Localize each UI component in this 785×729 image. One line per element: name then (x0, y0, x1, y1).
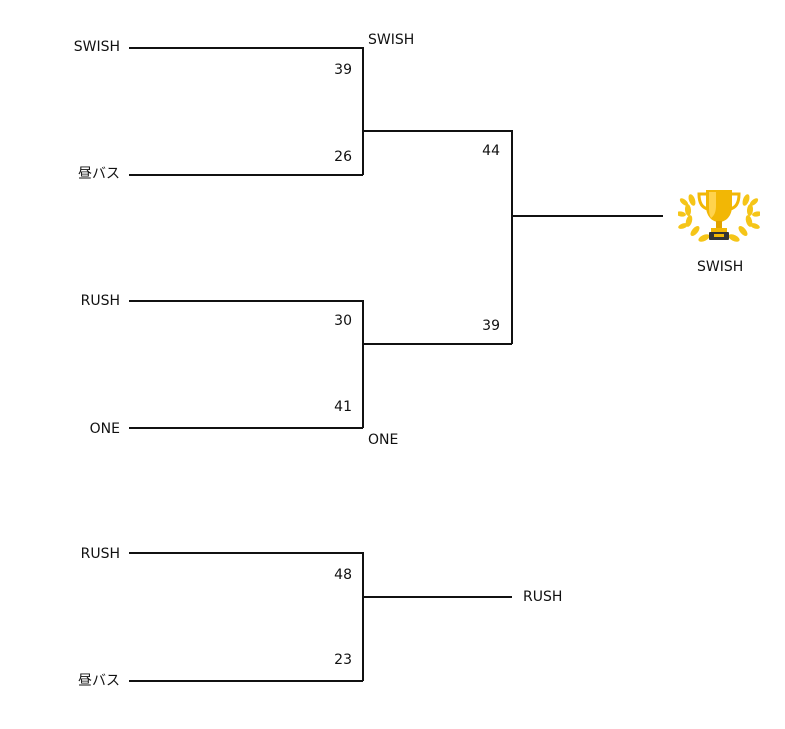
bracket-line (362, 300, 364, 428)
bracket-line (511, 215, 663, 217)
bracket-line (362, 130, 512, 132)
score-label: 23 (334, 652, 352, 668)
bracket-line (362, 47, 364, 175)
team-label: RUSH (80, 293, 120, 309)
bracket-line (129, 552, 363, 554)
team-label: RUSH (80, 546, 120, 562)
champion-label: SWISH (697, 259, 744, 275)
bracket-line (511, 130, 513, 344)
score-label: 39 (334, 62, 352, 78)
winner-label: RUSH (523, 589, 563, 605)
winner-label: ONE (368, 432, 399, 448)
bracket-line (362, 552, 364, 681)
bracket-line (129, 427, 363, 429)
winner-label: SWISH (368, 32, 415, 48)
bracket-line (129, 300, 363, 302)
team-label: ONE (89, 421, 120, 437)
score-label: 30 (334, 313, 352, 329)
trophy-icon (678, 190, 760, 242)
team-label: 昼バス (78, 166, 120, 182)
score-label: 41 (334, 399, 352, 415)
score-label: 48 (334, 567, 352, 583)
team-label: SWISH (73, 39, 120, 55)
team-label: 昼バス (78, 673, 120, 689)
bracket-line (129, 174, 363, 176)
score-label: 26 (334, 149, 352, 165)
score-label: 39 (482, 318, 500, 334)
bracket-line (362, 343, 512, 345)
bracket-line (129, 680, 363, 682)
score-label: 44 (482, 143, 500, 159)
bracket-line (129, 47, 363, 49)
bracket-line (362, 596, 512, 598)
